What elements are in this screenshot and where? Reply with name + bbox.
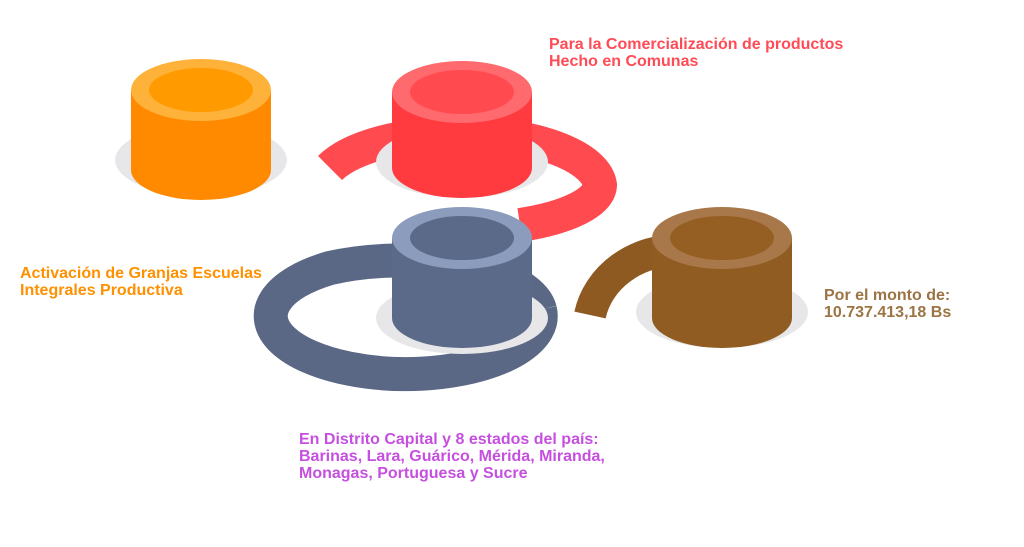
label-monto-line-2: 10.737.413,18 Bs bbox=[824, 304, 952, 321]
label-monto-line-1: Por el monto de: bbox=[824, 287, 951, 304]
label-estados: En Distrito Capital y 8 estados del país… bbox=[299, 431, 605, 482]
cylinder-red-top bbox=[410, 70, 514, 114]
label-comercializacion-line-1: Para la Comercialización de productos bbox=[549, 36, 844, 53]
label-granjas-line-1: Activación de Granjas Escuelas bbox=[20, 265, 262, 282]
label-estados-line-3: Monagas, Portuguesa y Sucre bbox=[299, 465, 528, 482]
ring-red bbox=[318, 116, 618, 242]
label-comercializacion-line-2: Hecho en Comunas bbox=[549, 53, 699, 70]
label-estados-line-2: Barinas, Lara, Guárico, Mérida, Miranda, bbox=[299, 448, 605, 465]
cylinder-orange-side bbox=[131, 90, 271, 200]
cylinder-red bbox=[392, 61, 532, 198]
label-granjas: Activación de Granjas Escuelas Integrale… bbox=[20, 265, 262, 299]
cylinder-orange bbox=[131, 59, 271, 200]
cylinder-brown bbox=[652, 207, 792, 348]
cylinder-slate-side bbox=[392, 238, 532, 348]
label-estados-line-1: En Distrito Capital y 8 estados del país… bbox=[299, 431, 599, 448]
cylinder-slate-top bbox=[410, 216, 514, 260]
label-monto: Por el monto de: 10.737.413,18 Bs bbox=[824, 287, 951, 321]
cylinder-brown-top bbox=[670, 216, 774, 260]
cylinder-brown-side bbox=[652, 238, 792, 348]
label-granjas-line-2: Integrales Productiva bbox=[20, 282, 183, 299]
label-comercializacion: Para la Comercialización de productos He… bbox=[549, 36, 843, 70]
cylinder-slate bbox=[392, 207, 532, 348]
cylinder-orange-top bbox=[149, 68, 253, 112]
